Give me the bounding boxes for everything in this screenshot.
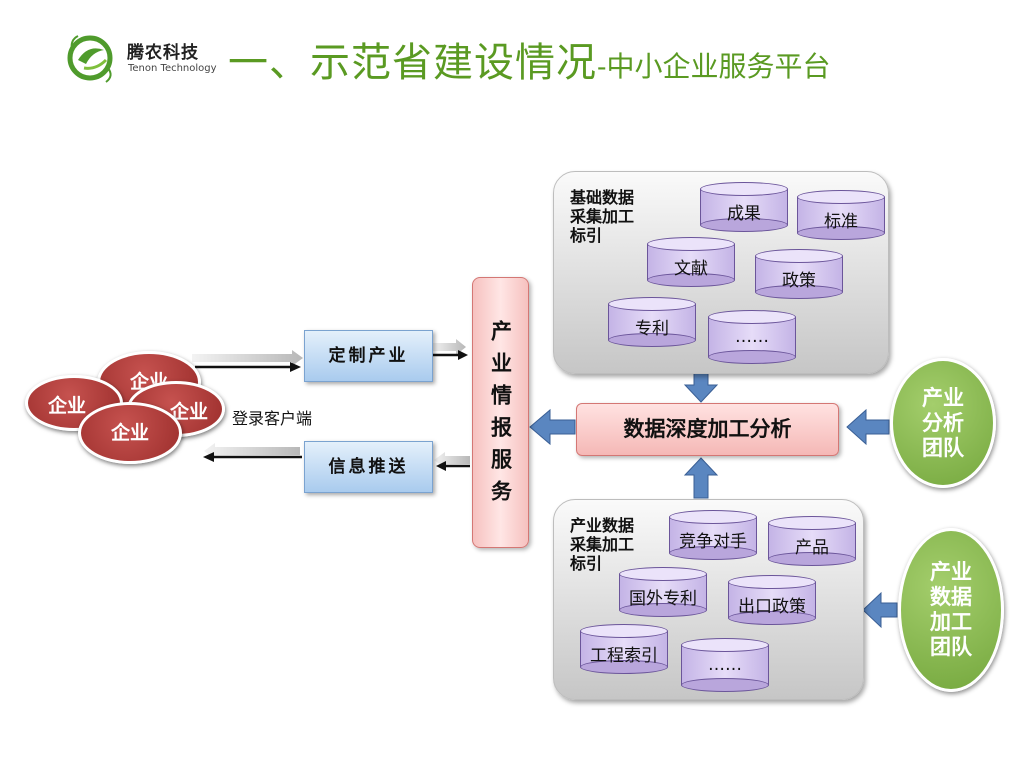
db-label: 出口政策 <box>738 597 806 617</box>
custom-industry-box: 定制产业 <box>304 330 433 382</box>
db-label: 国外专利 <box>629 589 697 609</box>
arrow-top-panel-to-analysis <box>683 371 719 403</box>
db-label: 专利 <box>635 319 669 339</box>
login-client-label: 登录客户端 <box>232 409 313 428</box>
db-cylinder: 国外专利 <box>619 567 707 617</box>
db-cylinder: 竞争对手 <box>669 510 757 560</box>
db-cylinder: …… <box>681 638 769 692</box>
industry-intelligence-service: 产业情报服务 <box>472 277 529 548</box>
basic-data-panel: 基础数据 采集加工 标引 成果 标准 文献 政策 专利 …… <box>553 171 889 374</box>
db-label: 文献 <box>674 259 708 279</box>
logo-company-english: Tenon Technology <box>128 63 217 74</box>
page-title: 一、示范省建设情况-中小企业服务平台 <box>228 30 830 88</box>
db-label: …… <box>708 655 742 675</box>
info-push-box: 信息推送 <box>304 441 433 493</box>
db-cylinder: 出口政策 <box>728 575 816 625</box>
title-subtitle: -中小企业服务平台 <box>597 50 831 83</box>
db-cylinder: 政策 <box>755 249 843 299</box>
db-label: …… <box>735 327 769 347</box>
db-label: 工程索引 <box>590 646 658 666</box>
title-main: 一、示范省建设情况 <box>228 40 597 86</box>
db-label: 产品 <box>795 538 829 558</box>
deep-data-analysis-box: 数据深度加工分析 <box>576 403 839 456</box>
arrow-analysis-to-service <box>529 408 576 446</box>
arrow-team-to-analysis <box>846 408 890 446</box>
tenon-logo <box>67 35 113 83</box>
arrow-bottom-panel-to-analysis <box>683 457 719 499</box>
db-cylinder: …… <box>708 310 796 364</box>
db-cylinder: 产品 <box>768 516 856 566</box>
industry-analysis-team: 产业 分析 团队 <box>890 358 996 488</box>
db-label: 成果 <box>727 204 761 224</box>
db-cylinder: 标准 <box>797 190 885 240</box>
enterprise-node: 企业 <box>78 402 182 464</box>
industry-data-panel: 产业数据 采集加工 标引 竞争对手 产品 国外专利 出口政策 工程索引 …… <box>553 499 864 700</box>
industry-data-label: 产业数据 采集加工 标引 <box>570 516 635 573</box>
db-cylinder: 工程索引 <box>580 624 668 674</box>
db-label: 标准 <box>824 212 858 232</box>
db-label: 竞争对手 <box>679 532 747 552</box>
basic-data-label: 基础数据 采集加工 标引 <box>570 188 635 245</box>
arrow-team-to-bottom-panel <box>862 591 898 629</box>
db-cylinder: 成果 <box>700 182 788 232</box>
arrow-to-custom-shadow <box>192 350 303 366</box>
industry-data-processing-team: 产业 数据 加工 团队 <box>898 528 1004 692</box>
logo-company-name: 腾农科技 <box>127 43 199 63</box>
db-cylinder: 专利 <box>608 297 696 347</box>
db-cylinder: 文献 <box>647 237 735 287</box>
db-label: 政策 <box>782 271 816 291</box>
